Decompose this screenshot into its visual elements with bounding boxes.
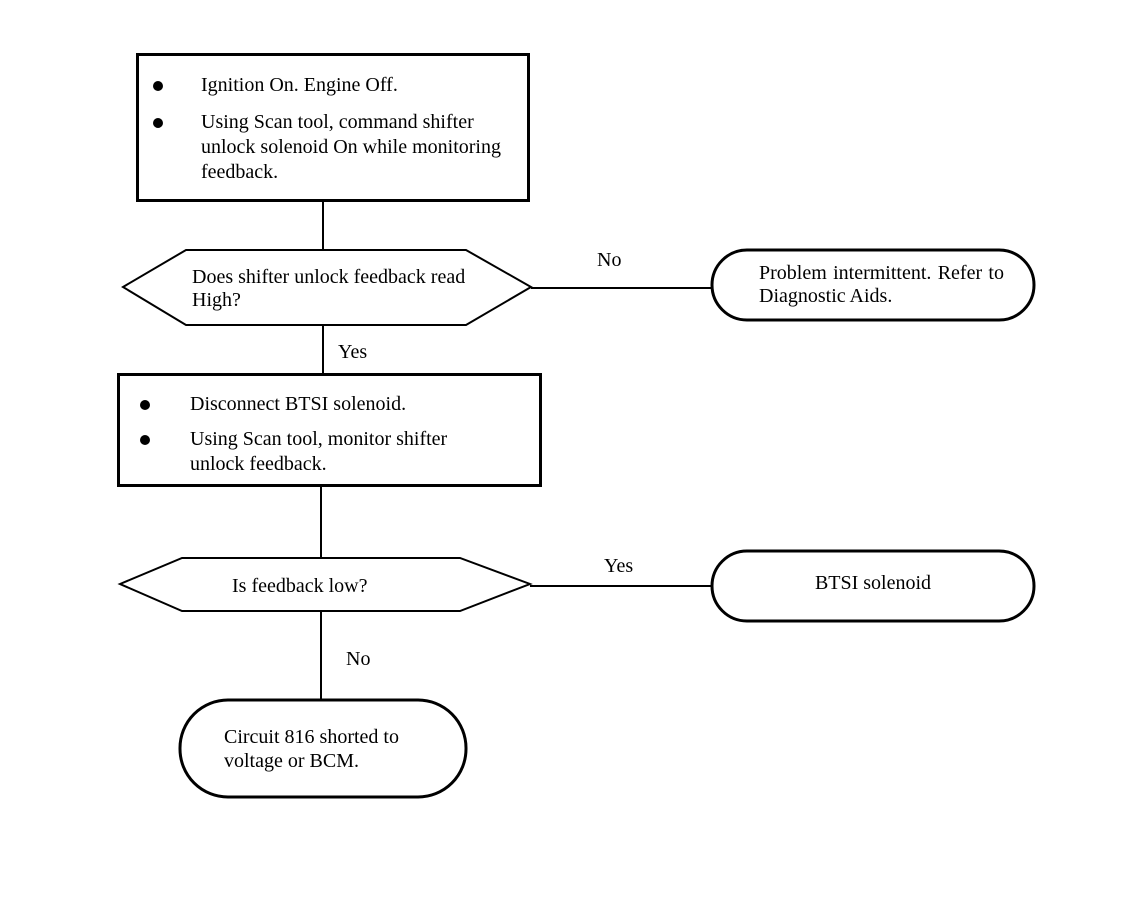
result2-shape <box>710 549 1036 623</box>
decision1-shape <box>121 249 534 326</box>
result2-text: BTSI solenoid <box>814 572 932 594</box>
result1-text: Problem intermittent. Refer to Diagnosti… <box>759 262 1004 307</box>
step1-box: Ignition On. Engine Off. Using Scan tool… <box>136 53 530 202</box>
decision2-no-label: No <box>346 648 371 670</box>
decision2-shape <box>117 557 533 612</box>
step1-item: Ignition On. Engine Off. <box>151 73 526 98</box>
step1-item-text: Ignition On. Engine Off. <box>201 74 398 96</box>
decision1-no-label: No <box>597 249 622 271</box>
step2-item: Using Scan tool, monitor shifter unlock … <box>138 427 490 477</box>
step1-list: Ignition On. Engine Off. Using Scan tool… <box>151 73 526 185</box>
decision2-question: Is feedback low? <box>232 575 368 597</box>
step2-item-text: Disconnect BTSI solenoid. <box>190 393 407 415</box>
step2-box: Disconnect BTSI solenoid. Using Scan too… <box>117 373 542 487</box>
result3-shape <box>178 698 468 799</box>
bullet-icon <box>153 81 163 91</box>
decision1-question: Does shifter unlock feedback read High? <box>192 266 466 311</box>
bullet-icon <box>153 118 163 128</box>
step2-item: Disconnect BTSI solenoid. <box>138 392 538 417</box>
bullet-icon <box>140 435 150 445</box>
step1-item: Using Scan tool, command shifter unlock … <box>151 110 526 185</box>
decision1-yes-label: Yes <box>338 341 368 363</box>
step2-item-text: Using Scan tool, monitor shifter unlock … <box>190 428 448 475</box>
result1-shape <box>710 248 1036 322</box>
decision2-yes-label: Yes <box>604 555 634 577</box>
step2-list: Disconnect BTSI solenoid. Using Scan too… <box>138 392 538 477</box>
result3-text: Circuit 816 shorted to voltage or BCM. <box>224 726 399 772</box>
bullet-icon <box>140 400 150 410</box>
step1-item-text: Using Scan tool, command shifter unlock … <box>201 111 501 183</box>
